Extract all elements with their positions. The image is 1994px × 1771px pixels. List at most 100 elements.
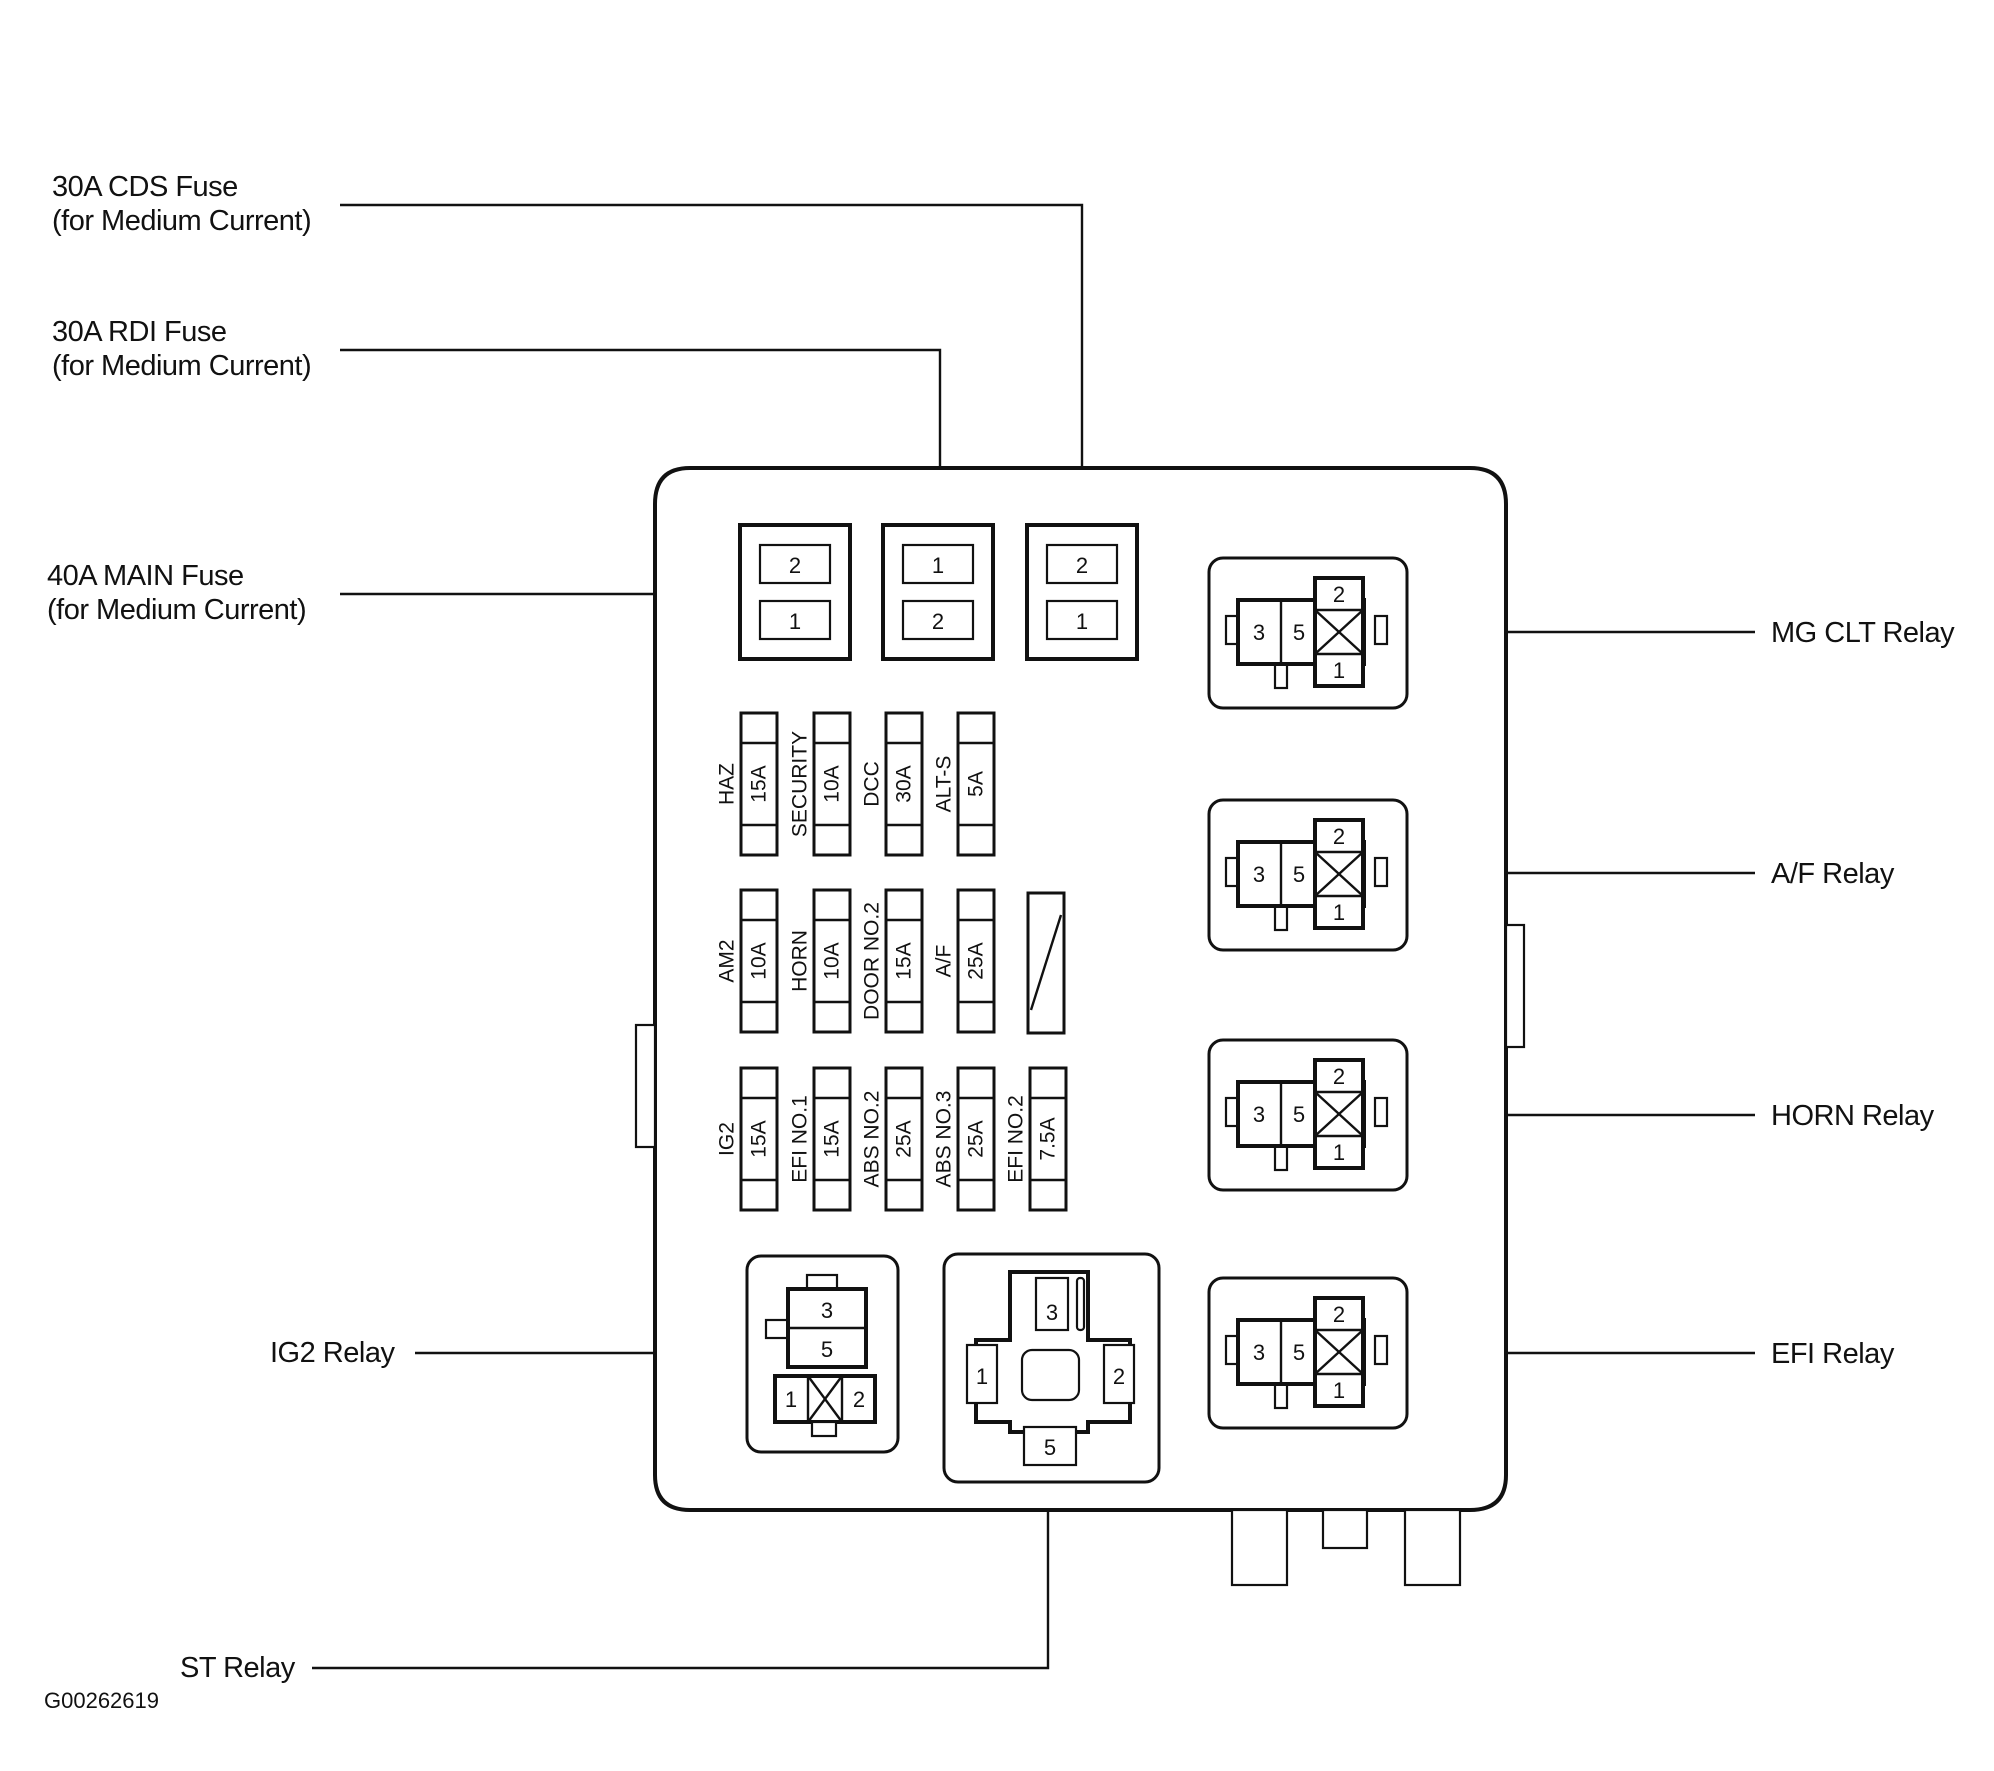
rdi-fuse-label: 30A RDI Fuse [52,316,227,348]
medium-fuse-terminal [1045,599,1119,641]
fuse-body [739,711,779,857]
fuse-rating: 25A [965,1120,988,1157]
fuse-body [884,711,924,857]
fuse-name: A/F [933,945,956,978]
fuse-body [884,1066,924,1212]
rdi-fuse-note: (for Medium Current) [52,350,312,382]
relay-cross [1314,1329,1364,1375]
medium-fuse-terminal [901,599,975,641]
relay-pin-left: 3 [1253,1340,1265,1365]
fuse-body [1028,1066,1068,1212]
fuse-name: EFI NO.2 [1005,1095,1028,1183]
relay-pin-bottom: 1 [1333,900,1345,925]
fuse-name: DOOR NO.2 [861,902,884,1020]
fuse-rating: 7.5A [1037,1117,1060,1160]
st-relay: 3 1 2 5 [942,1252,1161,1484]
fuse-rating: 25A [965,942,988,979]
main-fuse-label: 40A MAIN Fuse [47,560,244,592]
horn-relay: 3 5 2 1 [1207,1038,1409,1192]
relay-tab [1273,1144,1289,1172]
ig2-relay-label: IG2 Relay [270,1337,395,1369]
relay-pin-left: 3 [1253,1102,1265,1127]
fuse-body [812,711,852,857]
relay-pin-right: 5 [1293,1102,1305,1127]
fuse-body [956,711,996,857]
medium-fuse-main: 21 [738,523,852,661]
relay-pin-bottom: 1 [1333,1140,1345,1165]
figure-reference: G00262619 [44,1688,159,1713]
fuse-body [956,888,996,1034]
main-fuse-note: (for Medium Current) [47,594,307,626]
fuse-name: EFI NO.1 [789,1095,812,1183]
relay-tab [1273,1382,1289,1410]
relay-tab [1373,614,1389,646]
medium-fuse-pin-top: 2 [789,553,801,578]
relay-coil-block [1313,1296,1365,1408]
fuse-rating: 30A [893,765,916,802]
efi-relay: 3 5 2 1 [1207,1276,1409,1430]
fuse-dcc: 30A DCC [861,711,924,857]
relay-pin-left: 3 [1253,862,1265,887]
relay-pin-top: 2 [1333,1302,1345,1327]
medium-fuse-pin-top: 2 [1076,553,1088,578]
fuse-rating: 10A [821,765,844,802]
medium-fuse-terminal [1045,543,1119,585]
fuse-security: 10A SECURITY [789,711,852,857]
medium-fuse-pin-bottom: 1 [1076,609,1088,634]
relay-pin-bottom: 1 [1333,1378,1345,1403]
ig2-pin-5: 5 [821,1337,833,1362]
efi-relay-label: EFI Relay [1771,1338,1894,1370]
fuse-name: HORN [789,930,812,992]
rdi-fuse-callout: 30A RDI Fuse (for Medium Current) [52,315,312,383]
fuse-box-housing [634,466,1526,1587]
relay-cross [1314,609,1364,655]
fuse-name: AM2 [716,939,739,982]
fuse-name: ALT-S [933,756,956,813]
fuse-rating: 15A [748,1120,771,1157]
st-pin-3: 3 [1046,1300,1058,1325]
fuse-a-f: 25A A/F [933,888,996,1034]
st-relay-label: ST Relay [180,1652,295,1684]
fuse-name: SECURITY [789,731,812,837]
relay-pin-top: 2 [1333,582,1345,607]
ig2-pin-1: 1 [785,1387,797,1412]
fuse-body [739,1066,779,1212]
medium-fuse-rdi: 12 [881,523,995,661]
mg-clt-relay-label: MG CLT Relay [1771,617,1955,649]
relay-pin-right: 5 [1293,620,1305,645]
relay-pin-left: 3 [1253,620,1265,645]
relay-pin-top: 2 [1333,1064,1345,1089]
relay-tab [1373,1334,1389,1366]
medium-fuse-cds: 21 [1025,523,1139,661]
fuse-name: DCC [861,761,884,807]
ig2-relay: 3 5 1 2 [745,1254,900,1454]
st-pin-1: 1 [976,1364,988,1389]
fuse-body [739,888,779,1034]
fuse-body [812,888,852,1034]
medium-fuse-terminal [901,543,975,585]
fuse-rating: 10A [748,942,771,979]
cds-fuse-callout: 30A CDS Fuse (for Medium Current) [52,170,312,238]
fuse-name: ABS NO.2 [861,1091,884,1188]
relay-tab [1373,1096,1389,1128]
fuse-ig2: 15A IG2 [716,1066,779,1212]
fuse-name: ABS NO.3 [933,1091,956,1188]
fuse-name: IG2 [716,1122,739,1156]
medium-fuse-terminal [758,543,832,585]
spare-fuse-slot [1026,891,1066,1035]
st-pin-5: 5 [1044,1435,1056,1460]
fuse-abs-no-3: 25A ABS NO.3 [933,1066,996,1212]
relay-tab [1373,856,1389,888]
fuse-name: HAZ [716,763,739,805]
af-relay-label: A/F Relay [1771,858,1894,890]
relay-pin-right: 5 [1293,1340,1305,1365]
